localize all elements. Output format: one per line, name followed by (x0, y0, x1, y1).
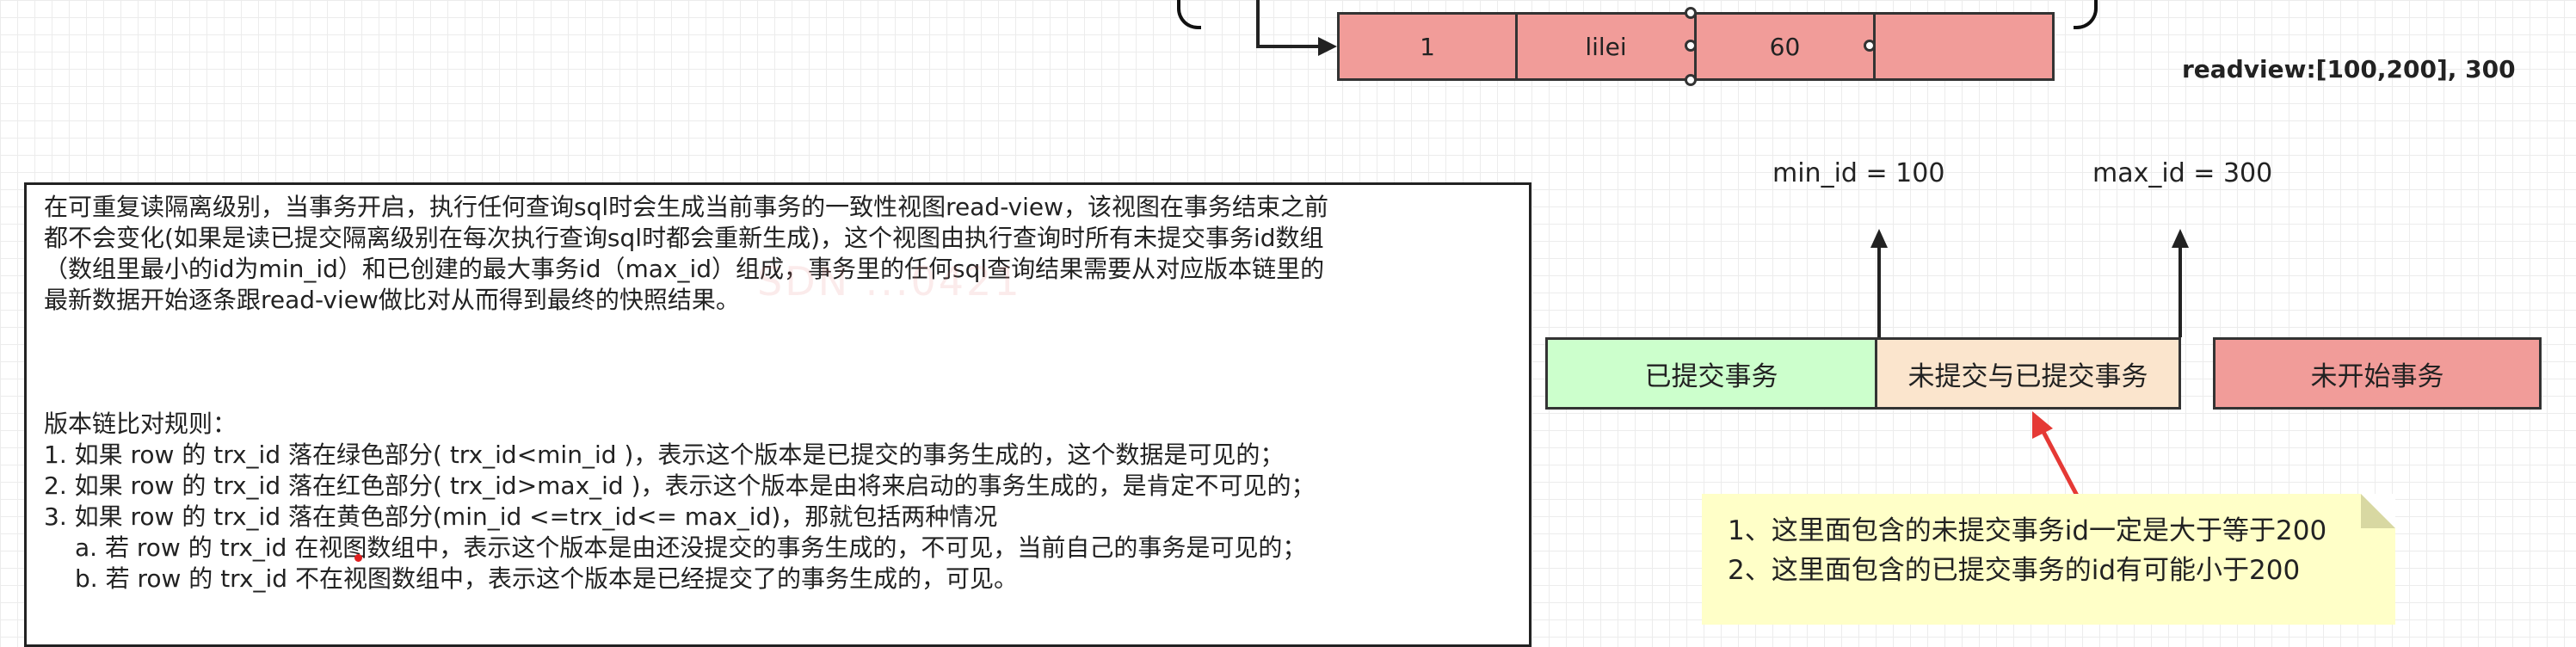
right-brace-curve (2074, 0, 2098, 29)
record-cell-balance: 60 (1697, 12, 1876, 81)
note-box: 1、这里面包含的未提交事务id一定是大于等于200 2、这里面包含的已提交事务的… (1702, 494, 2395, 625)
description-box: 在可重复读隔离级别，当事务开启，执行任何查询sql时会生成当前事务的一致性视图r… (24, 182, 1531, 647)
max-id-arrowhead (2172, 229, 2189, 248)
note-line: 2、这里面包含的已提交事务的id有可能小于200 (1728, 555, 2301, 586)
segment-mixed: 未提交与已提交事务 (1875, 337, 2181, 410)
description-line: 都不会变化(如果是读已提交隔离级别在每次执行查询sql时都会重新生成)，这个视图… (44, 224, 1324, 252)
note-fold (2361, 494, 2395, 528)
max-id-label: max_id = 300 (2092, 158, 2273, 188)
left-brace-curve (1177, 0, 1201, 29)
description-line: 最新数据开始逐条跟read-view做比对从而得到最终的快照结果。 (44, 286, 740, 314)
note-line: 1、这里面包含的未提交事务id一定是大于等于200 (1728, 515, 2327, 546)
min-id-arrowhead (1870, 229, 1888, 248)
rule-item: 1. 如果 row 的 trx_id 落在绿色部分( trx_id<min_id… (44, 441, 1285, 469)
record-handle (1864, 40, 1876, 52)
record-handle (1685, 40, 1697, 52)
record-cell-trx (1876, 12, 2055, 81)
record-handle (1685, 7, 1697, 19)
rule-subitem: b. 若 row 的 trx_id 不在视图数组中，表示这个版本是已经提交了的事… (75, 564, 1018, 593)
rule-subitem: a. 若 row 的 trx_id 在视图数组中，表示这个版本是由还没提交的事务… (75, 533, 1307, 562)
rules-title: 版本链比对规则： (44, 410, 237, 438)
record-connector-line (1256, 0, 1260, 48)
max-id-arrow-line (2179, 246, 2182, 337)
record-handle (1685, 74, 1697, 86)
cursor-dot (354, 554, 362, 562)
record-connector-arrowhead (1318, 37, 1337, 56)
readview-label: readview:[100,200], 300 (2182, 55, 2516, 83)
record-cell-id: 1 (1337, 12, 1518, 81)
segment-not-started: 未开始事务 (2213, 337, 2542, 410)
min-id-arrow-line (1877, 246, 1881, 337)
description-line: （数组里最小的id为min_id）和已创建的最大事务id（max_id）组成，事… (44, 255, 1325, 283)
record-cell-name: lilei (1518, 12, 1697, 81)
description-line: 在可重复读隔离级别，当事务开启，执行任何查询sql时会生成当前事务的一致性视图r… (44, 193, 1329, 221)
min-id-label: min_id = 100 (1772, 158, 1945, 188)
segment-committed: 已提交事务 (1545, 337, 1877, 410)
rule-item: 3. 如果 row 的 trx_id 落在黄色部分(min_id <=trx_i… (44, 502, 998, 531)
rule-item: 2. 如果 row 的 trx_id 落在红色部分( trx_id>max_id… (44, 471, 1316, 500)
record-connector-horizontal (1256, 45, 1322, 48)
